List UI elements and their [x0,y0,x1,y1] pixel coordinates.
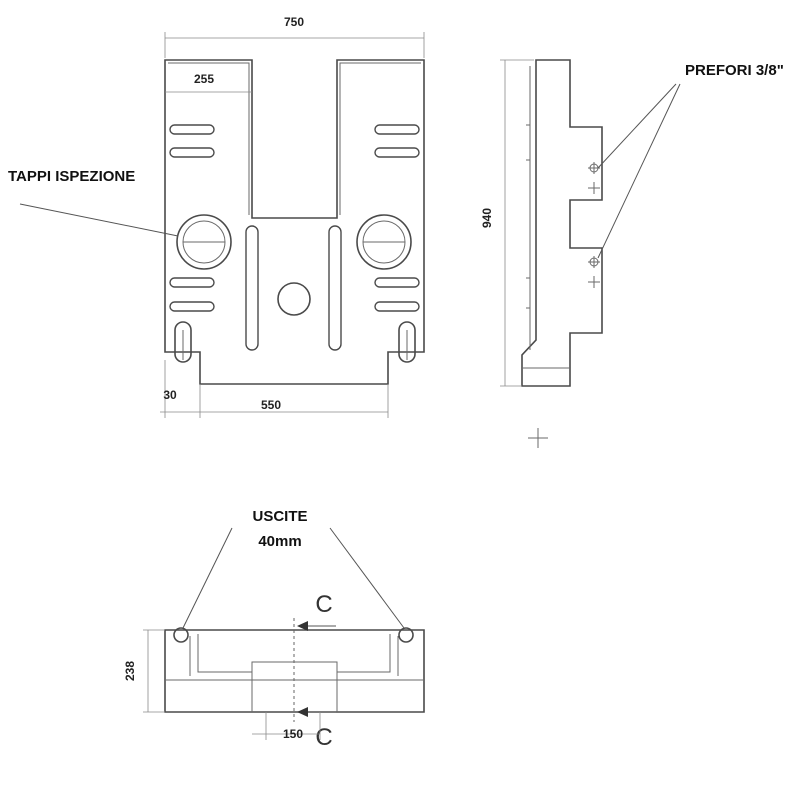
dim-base-width: 550 [261,398,281,412]
side-view-outline [521,59,603,387]
bottom-view: C C 238 150 USCITE 40mm [123,508,425,751]
dim-depth: 238 [123,661,137,681]
dim-height: 940 [480,208,494,228]
prehole-lower [588,256,600,288]
outlet-right-bottom [398,627,414,643]
outlet-left [174,321,192,363]
front-view: 750 255 30 550 TAPPI ISPEZIONE [8,15,425,418]
label-tappi-ispezione: TAPPI ISPEZIONE [8,168,135,185]
label-prefori: PREFORI 3/8" [685,62,784,79]
slot [374,147,420,158]
prehole-upper [588,162,600,194]
dim-inner-width: 255 [194,72,214,86]
outlet-left-bottom [173,627,189,643]
dim-overall-width: 750 [284,15,304,29]
section-mark-top: C [315,591,332,618]
crosshair-mark [528,428,548,448]
bottom-view-outline [164,629,425,713]
section-mark-bottom: C [315,724,332,751]
dim-left-offset: 30 [163,388,177,402]
outlet-right [398,321,416,363]
slot [169,124,215,135]
inspection-cap-left [176,214,232,270]
label-uscite-size: 40mm [258,533,301,550]
vertical-slot [245,225,259,351]
side-view: 940 PREFORI 3/8" [480,59,784,448]
center-hole [277,282,311,316]
vertical-slot [328,225,342,351]
slot [169,147,215,158]
slot [374,124,420,135]
inspection-cap-right [356,214,412,270]
dim-center-width: 150 [283,727,303,741]
label-uscite: USCITE [252,508,307,525]
front-view-outline [164,59,425,385]
